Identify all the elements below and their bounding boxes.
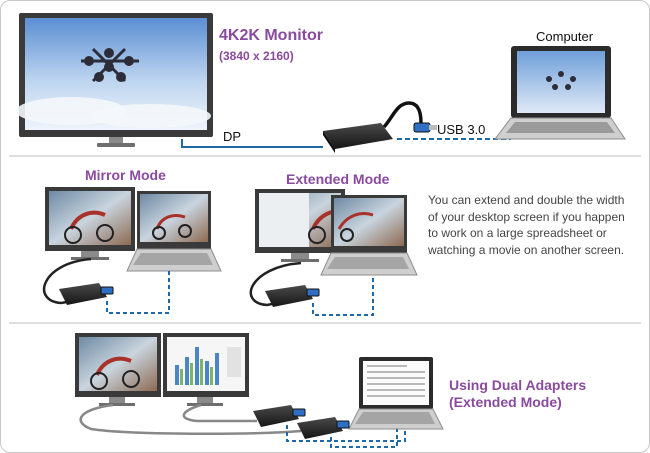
dp-cable xyxy=(181,139,323,148)
usb-adapter-illustration xyxy=(323,101,437,153)
dual-adapters-subtitle: (Extended Mode) xyxy=(449,394,562,410)
monitor-title: 4K2K Monitor xyxy=(219,27,323,44)
monitor-resolution: (3840 x 2160) xyxy=(219,49,294,63)
mirror-mode-illustration xyxy=(42,187,222,314)
laptop-illustration xyxy=(493,46,626,140)
dual-adapters-title: Using Dual Adapters xyxy=(449,377,587,393)
extended-mode-title: Extended Mode xyxy=(286,171,390,187)
monitor-4k-illustration xyxy=(16,13,213,147)
extended-mode-illustration xyxy=(249,189,418,316)
computer-label: Computer xyxy=(536,29,594,44)
dp-label: DP xyxy=(223,129,242,144)
extended-mode-description: You can extend and double the width of y… xyxy=(428,193,625,257)
dual-adapters-illustration xyxy=(75,333,444,448)
mirror-mode-title: Mirror Mode xyxy=(85,167,166,183)
usb-label: USB 3.0 xyxy=(437,122,486,137)
